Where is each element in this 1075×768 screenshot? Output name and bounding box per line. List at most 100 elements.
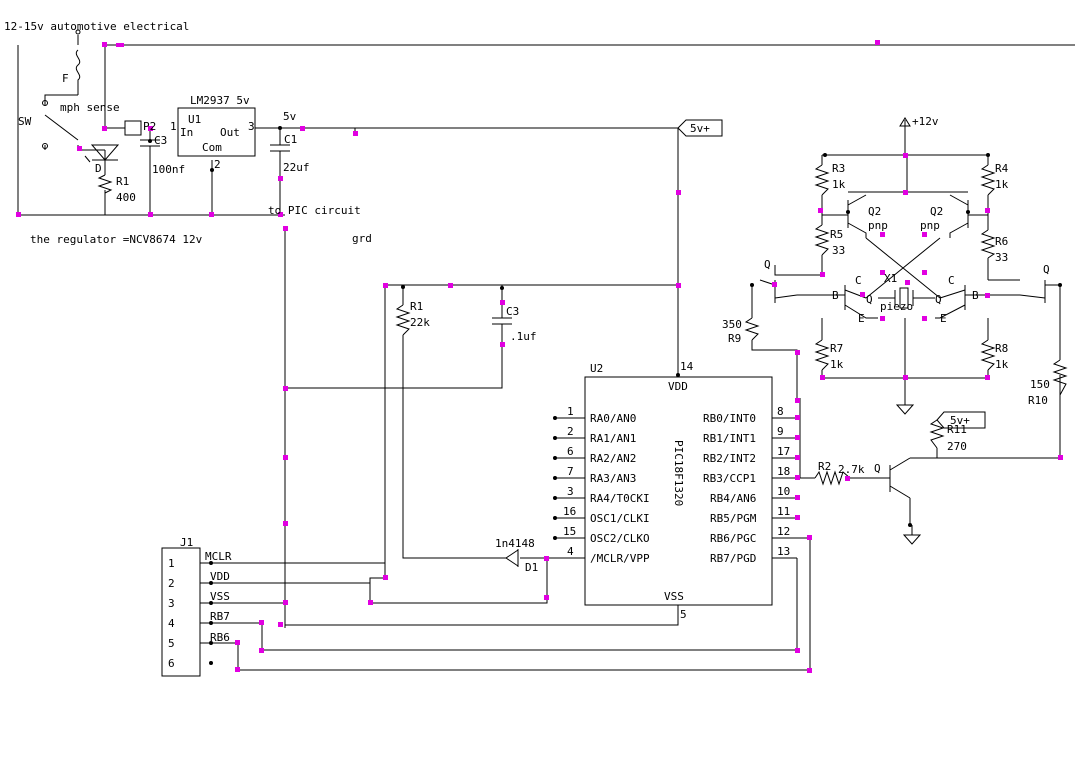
r1-400-label: R1 [116, 175, 129, 188]
plus12v-label: +12v [912, 115, 939, 128]
r6-label: R6 [995, 235, 1008, 248]
terminal-dots [148, 126, 1062, 665]
5v-label: 5v [283, 110, 297, 123]
b-left-label: B [832, 289, 839, 302]
j1-pin: 5 [168, 637, 175, 650]
pin-name: RB6/PGC [710, 532, 756, 545]
q-left-label: Q [764, 258, 771, 271]
wires [17, 35, 1075, 671]
pin-number: 17 [777, 445, 790, 458]
transistor-q2-right [949, 194, 969, 238]
pic-right-pins: RB0/INT0 8 RB1/INT1 9 RB2/INT2 17 RB3/CC… [703, 405, 790, 565]
resistor-r11 [929, 419, 945, 449]
regulator-note: the regulator =NCV8674 12v [30, 233, 203, 246]
pin-number: 16 [563, 505, 576, 518]
capacitor-c1-22uf [270, 144, 290, 165]
pin-number: 8 [777, 405, 784, 418]
pin-name: RA4/T0CKI [590, 492, 650, 505]
pin-name: /MCLR/VPP [590, 552, 650, 565]
resistor-r1-22k [395, 304, 411, 336]
transistor-q-driver [875, 457, 911, 499]
e-right-label: E [940, 312, 947, 325]
pin-number: 11 [777, 505, 790, 518]
r2-value: 2.7k [838, 463, 865, 476]
fuse-terminal [75, 29, 81, 35]
resistor-r2 [814, 470, 851, 486]
transistor-q-mid-right [935, 285, 966, 319]
vdd-pin-label: VDD [668, 380, 688, 393]
u2-label: U2 [590, 362, 603, 375]
r8-label: R8 [995, 342, 1008, 355]
pic-chip-u2 [584, 376, 773, 606]
q-mid-left-label: Q [866, 293, 873, 306]
c1-label: C1 [284, 133, 297, 146]
net-flag-5v-main [677, 119, 723, 137]
in-pin-label: In [180, 126, 193, 139]
pin-number: 3 [567, 485, 574, 498]
piezo-label: piezo [880, 300, 913, 313]
pin-number: 12 [777, 525, 790, 538]
transistor-q-right [1019, 280, 1060, 303]
fuse-label: F [62, 72, 69, 85]
b-right-label: B [972, 289, 979, 302]
pnp-right-label: pnp [920, 219, 940, 232]
pin5-label: 5 [680, 608, 687, 621]
r9-value: 350 [722, 318, 742, 331]
j1-pin: 2 [168, 577, 175, 590]
ground-symbol-bridge [895, 404, 915, 415]
u1-label: U1 [188, 113, 201, 126]
j1-mclr-label: MCLR [205, 550, 232, 563]
j1-pin: 4 [168, 617, 175, 630]
pin-number: 1 [567, 405, 574, 418]
transistor-q2-left [847, 194, 867, 238]
r3-value: 1k [832, 178, 846, 191]
pin-name: RA3/AN3 [590, 472, 636, 485]
j1-pin-numbers: 1 2 3 4 5 6 [168, 557, 175, 670]
c3-01uf-label: C3 [506, 305, 519, 318]
r7-value: 1k [830, 358, 844, 371]
supply-label: 12-15v automotive electrical [4, 20, 189, 33]
r4-value: 1k [995, 178, 1009, 191]
q2-right-label: Q2 [930, 205, 943, 218]
q-driver-label: Q [874, 462, 881, 475]
r8-value: 1k [995, 358, 1009, 371]
pin14-label: 14 [680, 360, 694, 373]
resistor-r4 [980, 164, 996, 196]
q2-left-label: Q2 [868, 205, 881, 218]
connector-j1 [161, 547, 201, 677]
zener-d-label: D [95, 162, 102, 175]
c-left-label: C [855, 274, 862, 287]
c1-value: 22uf [283, 161, 310, 174]
regulator-part-label: LM2937 5v [190, 94, 250, 107]
pin-name: RB2/INT2 [703, 452, 756, 465]
d1-label: D1 [525, 561, 538, 574]
resistor-r3 [814, 164, 830, 196]
pin-name: RB4/AN6 [710, 492, 756, 505]
pin-name: RB1/INT1 [703, 432, 756, 445]
c3-100nf-value: 100nf [152, 163, 185, 176]
vss-pin-label: VSS [664, 590, 684, 603]
pin-name: RB5/PGM [710, 512, 757, 525]
c3-100nf-label: C3 [154, 134, 167, 147]
ground-label: grd [352, 232, 372, 245]
net-5v-main-label: 5v+ [690, 122, 710, 135]
resistor-r8 [980, 339, 996, 371]
r2-label: R2 [818, 460, 831, 473]
q-mid-right-label: Q [935, 293, 942, 306]
r4-label: R4 [995, 162, 1009, 175]
j1-vdd-label: VDD [210, 570, 230, 583]
j1-pin: 1 [168, 557, 175, 570]
piezo-x1 [894, 287, 914, 309]
lm-pin1-label: 1 [170, 120, 177, 133]
r7-label: R7 [830, 342, 843, 355]
capacitor-c3-01uf [492, 317, 512, 340]
pin-name: RA0/AN0 [590, 412, 636, 425]
r10-label: R10 [1028, 394, 1048, 407]
pin-name: RB7/PGD [710, 552, 756, 565]
r11-value: 270 [947, 440, 967, 453]
j1-rb7-label: RB7 [210, 610, 230, 623]
r1-22k-value: 22k [410, 316, 430, 329]
resistor-r7 [814, 339, 830, 371]
pin-name: RB3/CCP1 [703, 472, 756, 485]
